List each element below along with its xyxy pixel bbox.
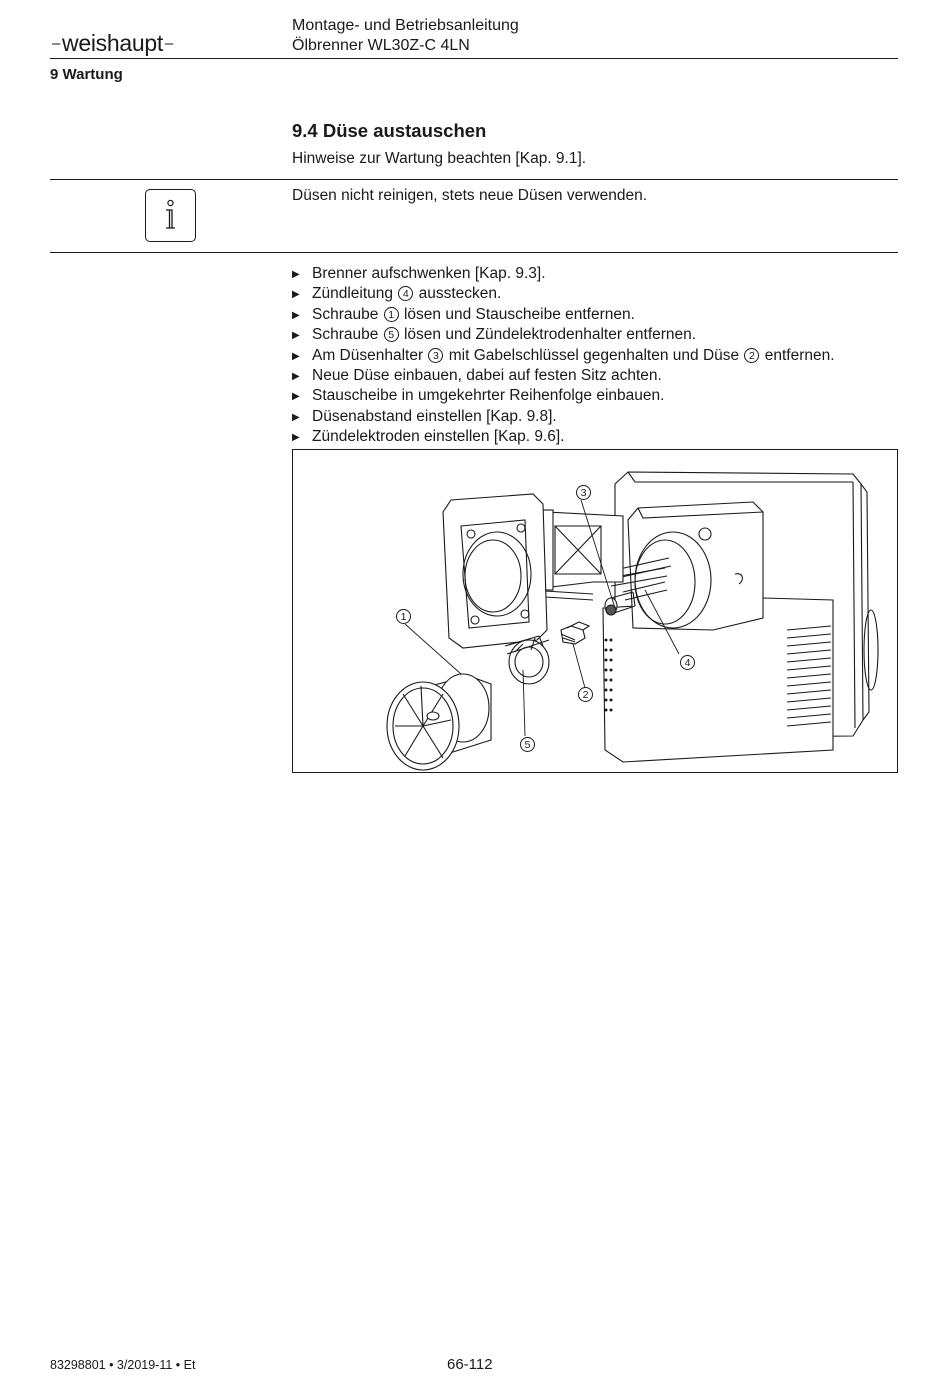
bullet-arrow-icon: ▶	[292, 289, 300, 301]
step-item: ▶ Neue Düse einbauen, dabei auf festen Si…	[292, 366, 835, 386]
step-callout-ref: 3	[428, 347, 444, 363]
figure-callout-1: 1	[395, 608, 412, 626]
figure-callout-3: 3	[575, 484, 592, 502]
step-text: Neue Düse einbauen, dabei auf festen Sit…	[312, 367, 662, 385]
figure-callout-2: 2	[577, 686, 594, 704]
bullet-arrow-icon: ▶	[292, 371, 300, 383]
step-list: ▶ Brenner aufschwenken [Kap. 9.3]. ▶ Zündle…	[292, 264, 835, 448]
bullet-arrow-icon: ▶	[292, 432, 300, 444]
burner-illustration	[386, 471, 879, 771]
section-heading: 9.4 Düse austauschen	[292, 120, 487, 141]
step-text: ausstecken.	[414, 285, 502, 303]
chapter-title: 9 Wartung	[50, 66, 123, 83]
step-item: ▶ Stauscheibe in umgekehrter Reihenfolge …	[292, 386, 835, 406]
step-text: Am Düsenhalter	[312, 346, 428, 364]
document-title: Montage- und Betriebsanleitung Ölbrenner…	[292, 16, 519, 56]
figure-callout-5: 5	[519, 736, 536, 754]
step-item: ▶ Düsenabstand einstellen [Kap. 9.8].	[292, 407, 835, 427]
step-text: Zündelektroden einstellen [Kap. 9.6].	[312, 428, 565, 446]
step-callout-ref: 5	[383, 327, 399, 343]
bullet-arrow-icon: ▶	[292, 411, 300, 423]
bullet-arrow-icon: ▶	[292, 309, 300, 321]
step-text: Stauscheibe in umgekehrter Reihenfolge e…	[312, 387, 665, 405]
bullet-arrow-icon: ▶	[292, 330, 300, 342]
step-item: ▶ Schraube 5 lösen und Zündelektrodenhalt…	[292, 325, 835, 345]
brand-logo: –weishaupt–	[52, 30, 173, 56]
step-item: ▶ Brenner aufschwenken [Kap. 9.3].	[292, 264, 835, 284]
section-note: Hinweise zur Wartung beachten [Kap. 9.1]…	[292, 150, 587, 167]
figure-callout-4: 4	[679, 654, 696, 672]
hinge-arm	[528, 509, 624, 601]
baffle-disc	[386, 673, 492, 771]
bullet-arrow-icon: ▶	[292, 391, 300, 403]
info-top-rule	[50, 179, 898, 180]
step-text: mit Gabelschlüssel gegenhalten und Düse	[444, 346, 744, 364]
callout-leaders	[404, 499, 680, 737]
step-item: ▶ Zündelektroden einstellen [Kap. 9.6].	[292, 427, 835, 447]
step-text: entfernen.	[760, 346, 835, 364]
page-number: 66-112	[447, 1356, 493, 1373]
info-bottom-rule	[50, 252, 898, 253]
step-item: ▶ Zündleitung 4 ausstecken.	[292, 284, 835, 304]
step-callout-ref: 4	[398, 286, 414, 302]
brand-name: weishaupt	[62, 30, 163, 56]
nozzle	[560, 621, 591, 645]
step-text: Schraube	[312, 326, 383, 344]
step-callout-ref: 2	[744, 347, 760, 363]
document-title-line2: Ölbrenner WL30Z-C 4LN	[292, 37, 470, 54]
step-item: ▶ Am Düsenhalter 3 mit Gabelschlüssel geg…	[292, 346, 835, 366]
step-text: Brenner aufschwenken [Kap. 9.3].	[312, 265, 546, 282]
mounting-flange	[442, 493, 548, 649]
bullet-arrow-icon: ▶	[292, 350, 300, 362]
burner-housing	[602, 471, 879, 763]
step-item: ▶ Schraube 1 lösen und Stauscheibe entfer…	[292, 305, 835, 325]
electrode-holder	[504, 635, 550, 685]
bullet-arrow-icon: ▶	[292, 269, 300, 280]
info-icon	[145, 189, 196, 242]
header-rule	[50, 58, 898, 59]
step-text: Schraube	[312, 305, 383, 323]
step-text: lösen und Zündelektrodenhalter entfernen…	[399, 326, 697, 344]
document-title-line1: Montage- und Betriebsanleitung	[292, 17, 519, 34]
step-text: Zündleitung	[312, 285, 398, 303]
nozzle-holder	[604, 557, 672, 616]
step-text: Düsenabstand einstellen [Kap. 9.8].	[312, 407, 557, 425]
info-text: Düsen nicht reinigen, stets neue Düsen v…	[292, 187, 647, 204]
figure-nozzle-replacement: 1 2 3 4 5	[292, 449, 898, 773]
document-code: 83298801 • 3/2019-11 • Et	[50, 1358, 196, 1372]
step-callout-ref: 1	[383, 306, 399, 322]
step-text: lösen und Stauscheibe entfernen.	[399, 305, 635, 323]
